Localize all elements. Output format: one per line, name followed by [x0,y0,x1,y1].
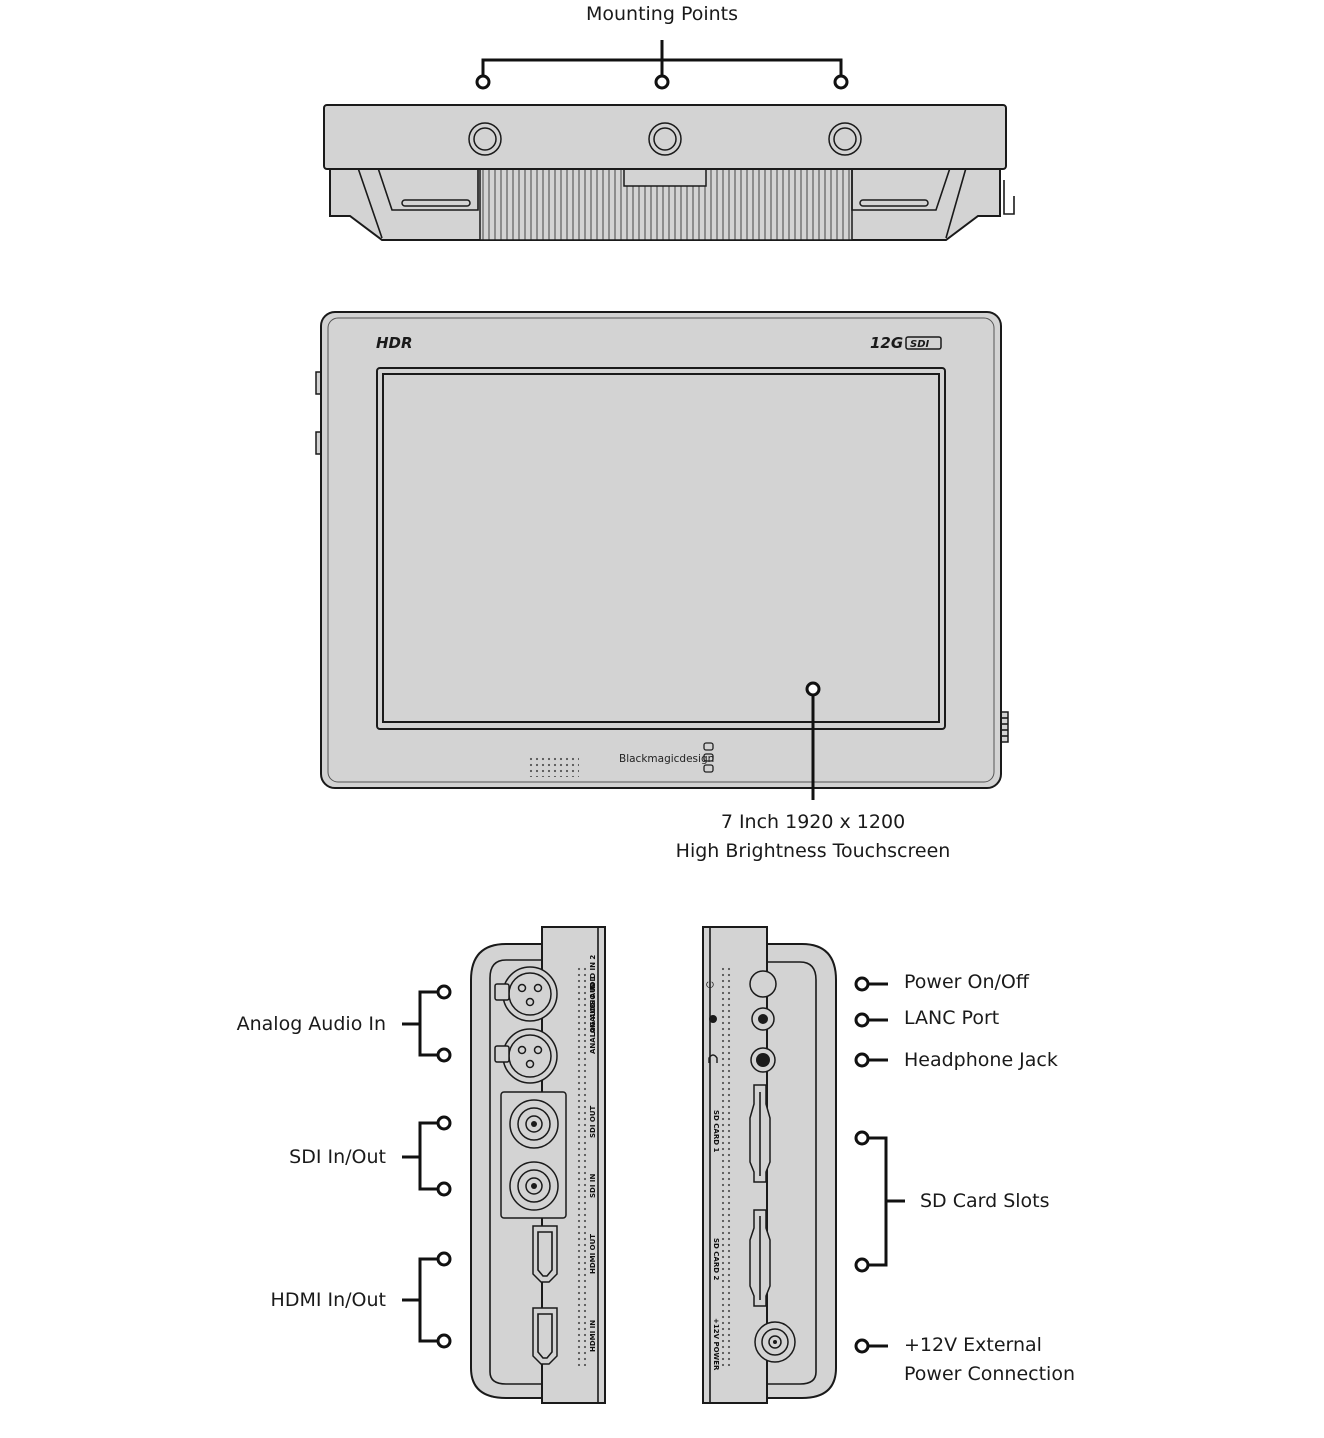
lanc-icon [709,1015,717,1023]
power-icon: ⏻ [706,980,714,991]
hdr-logo: HDR [376,334,413,352]
hdmi-port [532,1307,558,1365]
marking-sdi-out: SDI OUT [589,1105,597,1138]
center-tab [623,167,707,187]
callout-dot [805,681,821,697]
12g-logo-text: 12G [870,334,903,352]
callout-dot [833,74,849,90]
label-sd-card-slots: SD Card Slots [920,1190,1050,1212]
marking-hdmi-out: HDMI OUT [589,1234,597,1274]
marking-sd-card-1: SD CARD 1 [712,1110,720,1152]
power-on-off-callout [854,976,888,992]
bnc-connector [509,1099,559,1149]
touchscreen-callout [805,681,821,800]
12g-sdi-logo: 12G SDI [870,334,942,352]
headphone-icon [708,1054,718,1063]
marking-sdi-in: SDI IN [589,1174,597,1198]
side-vent [576,966,586,1366]
label-lanc-port: LANC Port [904,1007,1000,1029]
label-touchscreen-line1: 7 Inch 1920 x 1200 [720,811,906,833]
hdmi-port [532,1225,558,1283]
mounting-point [468,122,502,156]
right-side-view: ⏻ SD CARD 1 SD CARD 2 +12V POWER [702,926,905,1404]
xlr-connector [494,966,558,1022]
left-side-view: ANALOG AUDIO IN 1 ANALOG AUDIO IN 2 SDI … [402,926,606,1404]
speaker-grille [529,755,579,777]
label-sdi-in-out: SDI In/Out [289,1146,386,1168]
label-touchscreen-line2: High Brightness Touchscreen [675,840,951,862]
xlr-connector [494,1028,558,1084]
callout-dot [475,74,491,90]
mounting-points-callout [475,40,849,90]
brand-text: Blackmagicdesign [619,753,714,765]
right-side-body [766,943,837,1399]
label-headphone-jack: Headphone Jack [904,1049,1058,1071]
lanc-jack [751,1007,775,1031]
marking-analog-audio-in-2: ANALOG AUDIO IN 2 [589,955,597,1034]
sd-card-slot [749,1209,771,1307]
power-connector [754,1321,796,1363]
analog-audio-callout [402,984,452,1063]
label-hdmi-in-out: HDMI In/Out [270,1289,386,1311]
sdi-callout [402,1115,452,1197]
sd-card-callout [854,1130,905,1273]
sdi-logo-text: SDI [910,339,930,350]
marking-hdmi-in: HDMI IN [589,1320,597,1352]
label-ext-power-line2: Power Connection [904,1363,1075,1385]
marking-sd-card-2: SD CARD 2 [712,1238,720,1280]
ext-power-callout [854,1338,888,1354]
hdmi-callout [402,1251,452,1349]
marking-12v-power: +12V POWER [712,1318,720,1371]
label-power-on-off: Power On/Off [904,971,1029,993]
label-ext-power-line1: +12V External [904,1334,1042,1356]
sd-card-slot [749,1084,771,1183]
front-view: HDR 12G SDI Blackmagicdesign [315,311,1009,800]
marking-analog-audio-in-1: ANALOG AUDIO IN 1 [589,975,597,1054]
headphone-jack [750,1047,776,1073]
bnc-connector [509,1161,559,1211]
label-ext-power: +12V External Power Connection [904,1331,1075,1389]
label-mounting-points: Mounting Points [585,3,739,25]
callout-dot [654,74,670,90]
hdr-logo-text: HDR [376,334,413,352]
power-button [749,970,777,998]
label-touchscreen: 7 Inch 1920 x 1200 High Brightness Touch… [640,808,986,866]
side-vent [722,966,732,1366]
headphone-callout [854,1052,888,1068]
mounting-point [828,122,862,156]
brand-logo: Blackmagicdesign [619,742,714,773]
lanc-callout [854,1012,888,1028]
touchscreen [382,373,940,723]
top-view [323,40,1015,241]
label-analog-audio-in: Analog Audio In [236,1013,386,1035]
mounting-point [648,122,682,156]
